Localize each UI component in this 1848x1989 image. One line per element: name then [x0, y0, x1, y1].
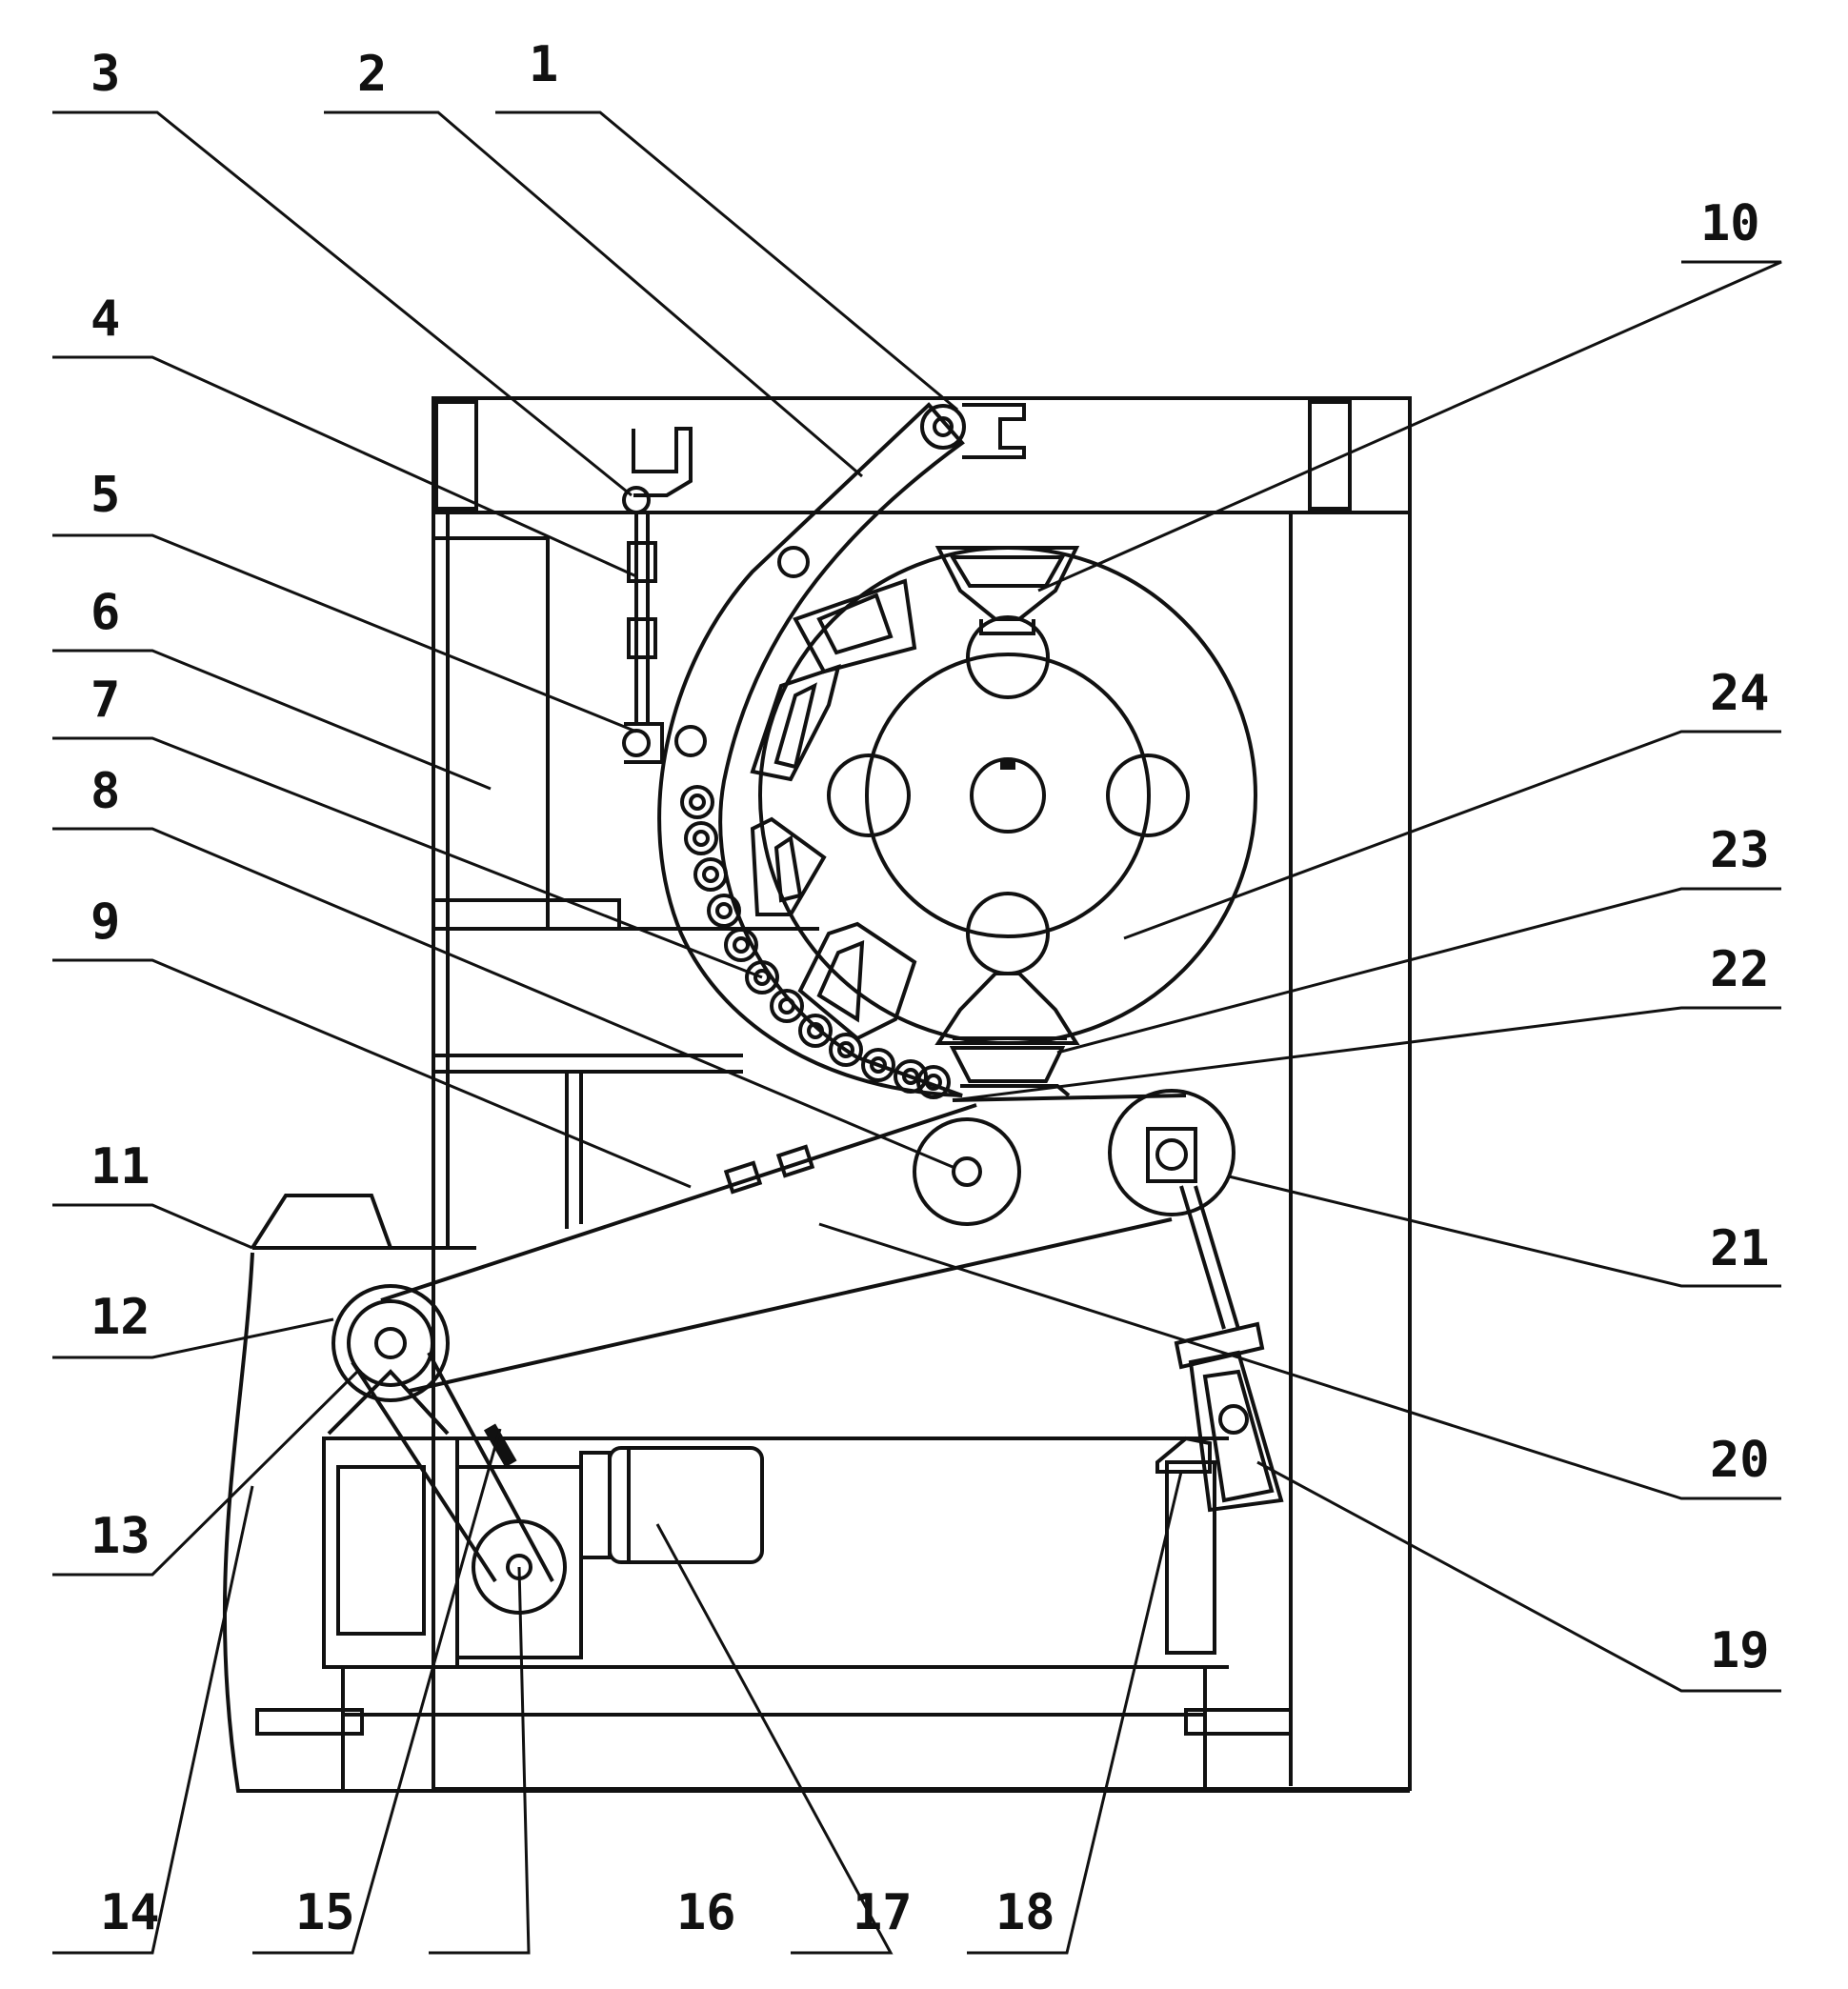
rotary-turret [750, 546, 1257, 1097]
callout-10: 10 [1700, 195, 1760, 252]
callout-24: 24 [1710, 665, 1770, 722]
callout-5: 5 [90, 467, 120, 524]
swing-arm [657, 402, 1026, 1097]
callout-21: 21 [1710, 1220, 1770, 1277]
callout-14: 14 [100, 1884, 160, 1941]
callout-11: 11 [90, 1138, 151, 1195]
callout-17: 17 [853, 1884, 913, 1941]
callout-7: 7 [90, 672, 120, 729]
callout-19: 19 [1710, 1622, 1770, 1679]
mould-holder-group [750, 578, 917, 1041]
callout-22: 22 [1710, 941, 1770, 998]
callout-12: 12 [90, 1289, 151, 1346]
callout-labels: 1 2 3 4 5 6 7 8 9 10 11 12 13 14 15 16 1… [90, 36, 1770, 1941]
leader-lines [52, 110, 1782, 1955]
callout-8: 8 [90, 763, 120, 820]
callout-9: 9 [90, 894, 120, 951]
tension-cylinder [622, 427, 693, 764]
callout-20: 20 [1710, 1432, 1770, 1489]
callout-13: 13 [90, 1508, 151, 1565]
callout-23: 23 [1710, 822, 1770, 879]
callout-16: 16 [676, 1884, 736, 1941]
callout-1: 1 [529, 36, 558, 93]
callout-6: 6 [90, 584, 120, 641]
callout-3: 3 [90, 46, 120, 103]
lifting-cylinder [1155, 1185, 1284, 1655]
callout-2: 2 [357, 46, 387, 103]
base-frame [222, 1194, 1410, 1793]
callout-15: 15 [295, 1884, 355, 1941]
roller-chain [680, 785, 951, 1099]
callout-4: 4 [90, 291, 120, 348]
callout-18: 18 [995, 1884, 1055, 1941]
conveyor [331, 1089, 1235, 1402]
